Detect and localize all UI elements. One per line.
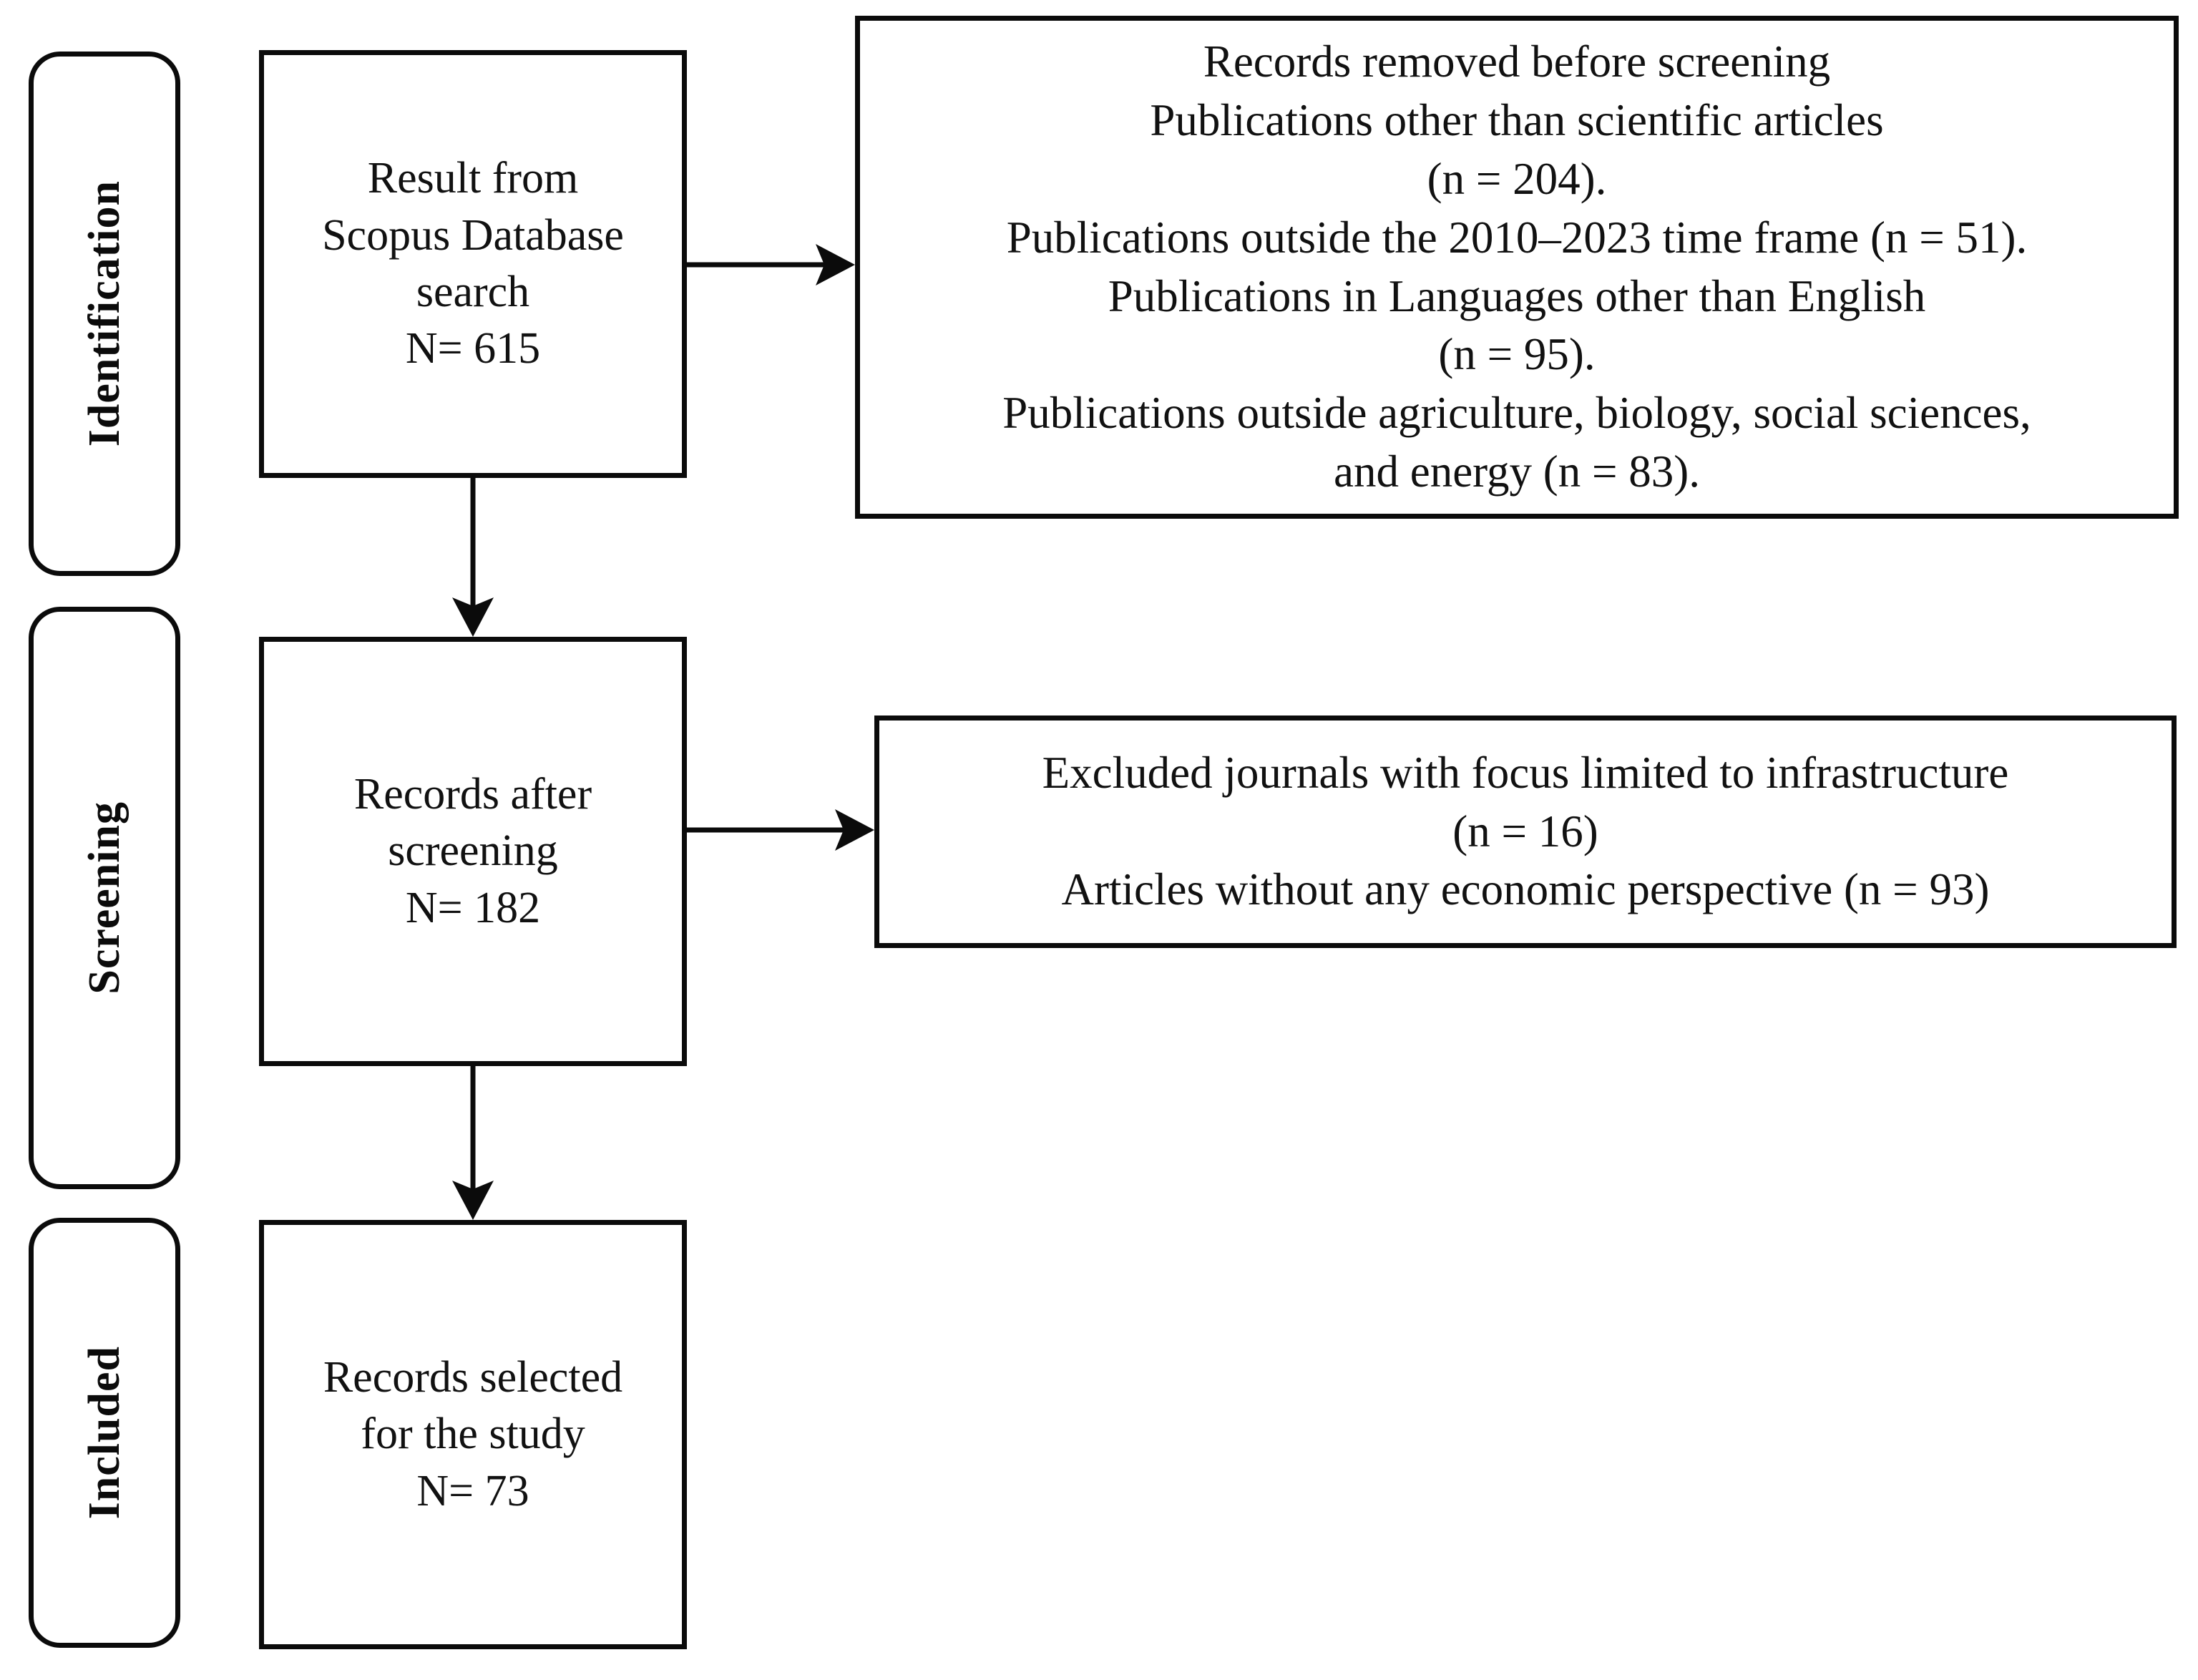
flow-box-records-selected: Records selected for the study N= 73 xyxy=(259,1220,687,1649)
exclusion-line: Publications outside the 2010–2023 time … xyxy=(1006,212,2028,263)
exclusion-line: Publications in Languages other than Eng… xyxy=(1108,270,1926,321)
arrow-screening-to-exclusion-2 xyxy=(687,809,874,851)
exclusion-line: (n = 16) xyxy=(1452,806,1598,856)
arrow-identification-to-exclusion-1 xyxy=(687,244,855,285)
exclusion-line: Excluded journals with focus limited to … xyxy=(1042,747,2009,798)
exclusion-line: Publications other than scientific artic… xyxy=(1150,94,1884,145)
flow-box-result-from-scopus: Result from Scopus Database search N= 61… xyxy=(259,50,687,478)
flow-line: search xyxy=(416,268,530,316)
exclusion-line: (n = 95). xyxy=(1438,329,1596,380)
stage-label-included: Included xyxy=(29,1218,180,1648)
exclusion-box-excluded-journals: Excluded journals with focus limited to … xyxy=(874,716,2177,948)
exclusion-line: Articles without any economic perspectiv… xyxy=(1061,864,1990,915)
exclusion-box-records-removed-text: Records removed before screening Publica… xyxy=(985,33,2048,502)
flow-line: Scopus Database xyxy=(322,210,624,260)
arrow-identification-to-screening xyxy=(452,478,494,637)
flow-line: for the study xyxy=(361,1410,585,1459)
flow-box-records-after-screening-text: Records after screening N= 182 xyxy=(341,766,605,937)
stage-label-screening: Screening xyxy=(29,607,180,1189)
stage-label-screening-text: Screening xyxy=(80,801,129,995)
stage-label-identification: Identification xyxy=(29,52,180,576)
arrow-screening-to-included xyxy=(452,1066,494,1220)
flow-box-records-after-screening: Records after screening N= 182 xyxy=(259,637,687,1066)
flow-line-count: N= 182 xyxy=(405,883,541,932)
exclusion-line: (n = 204). xyxy=(1427,153,1607,204)
stage-label-identification-text: Identification xyxy=(80,180,129,447)
flow-line-count: N= 73 xyxy=(416,1466,529,1515)
exclusion-line: and energy (n = 83). xyxy=(1334,446,1700,497)
flow-line: screening xyxy=(388,826,558,876)
flow-line: Result from xyxy=(367,154,579,203)
flow-line-count: N= 615 xyxy=(405,324,541,373)
flow-line: Records after xyxy=(353,769,592,819)
exclusion-line: Records removed before screening xyxy=(1203,36,1831,87)
flow-line: Records selected xyxy=(323,1352,623,1402)
flow-box-records-selected-text: Records selected for the study N= 73 xyxy=(311,1349,635,1520)
exclusion-box-records-removed: Records removed before screening Publica… xyxy=(855,16,2179,519)
exclusion-box-excluded-journals-text: Excluded journals with focus limited to … xyxy=(1025,744,2026,920)
flow-box-result-from-scopus-text: Result from Scopus Database search N= 61… xyxy=(309,150,637,377)
exclusion-line: Publications outside agriculture, biolog… xyxy=(1002,388,2031,439)
stage-label-included-text: Included xyxy=(80,1346,129,1520)
